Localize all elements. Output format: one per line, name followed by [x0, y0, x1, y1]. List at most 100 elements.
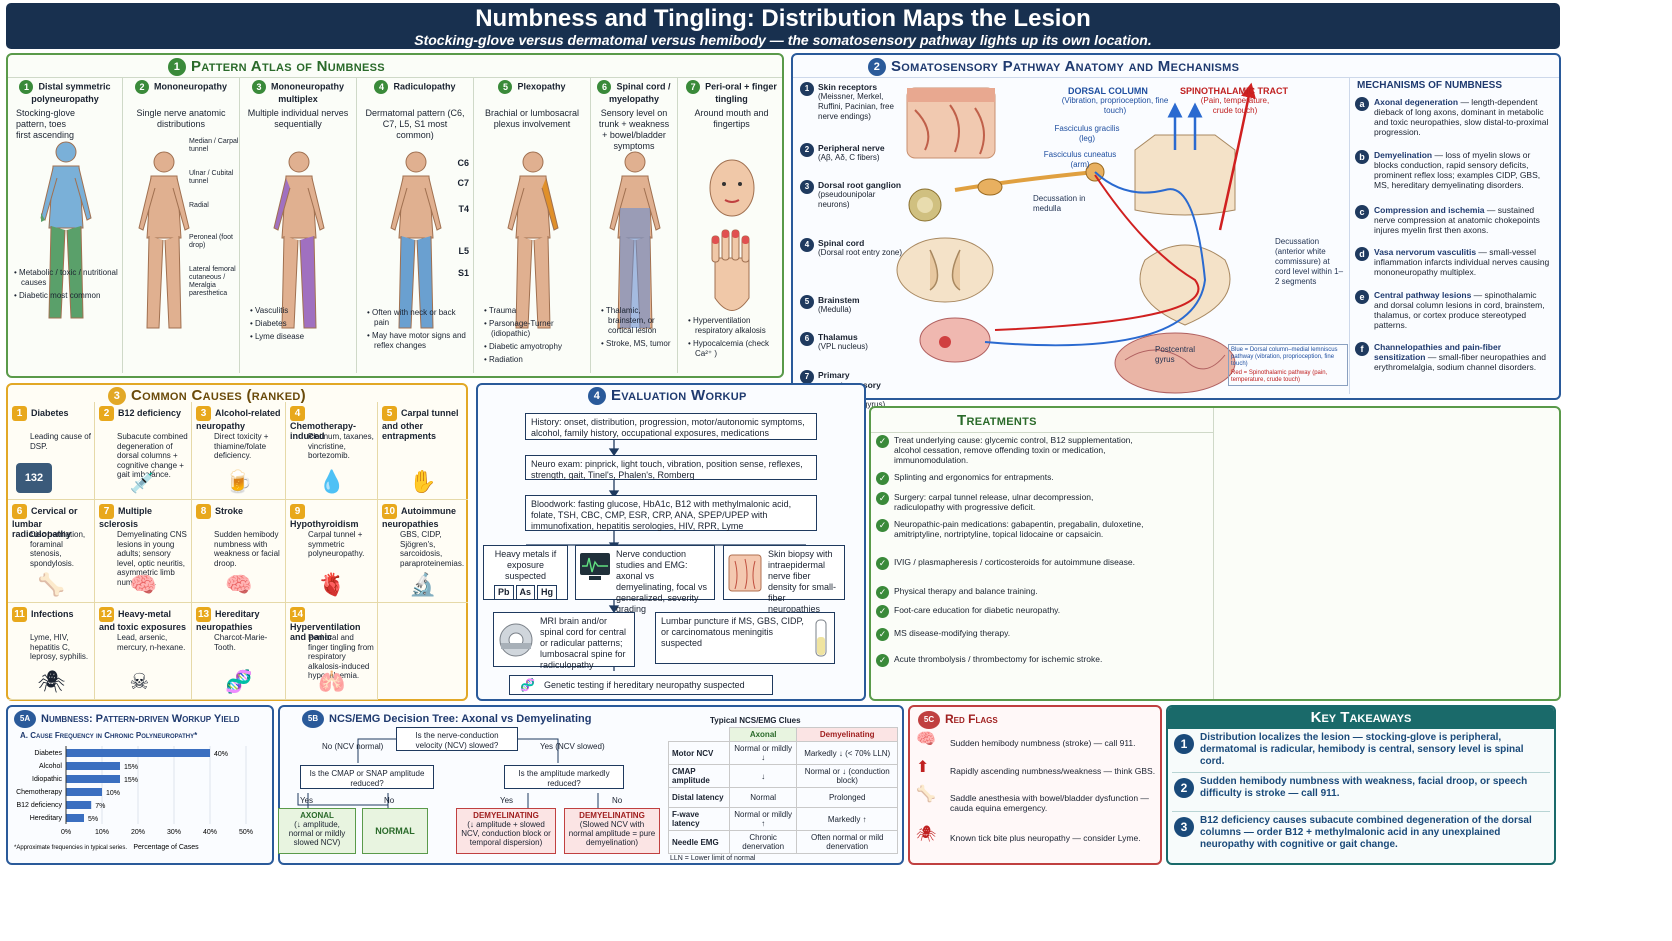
treatment-item: ✓Foot-care education for diabetic neurop… [876, 605, 1146, 618]
atlas-col-bullets: • Metabolic / toxic / nutritional causes… [14, 268, 118, 300]
ncs-emg-step: Nerve conduction studies and EMG: axonal… [575, 545, 715, 614]
bar [66, 762, 120, 770]
takeaway-number: 3 [1174, 817, 1194, 837]
dermatome-level: C6 [457, 158, 469, 168]
legend-blue: Blue = Dorsal column–medial lemniscus pa… [1231, 347, 1338, 367]
decussation-cord-label: Decussation (anterior white commissure) … [1275, 237, 1344, 286]
red-flag-icon: 🧠 [916, 731, 936, 748]
tree-right-yes: Yes [500, 796, 514, 805]
x-tick-label: 40% [203, 829, 217, 836]
bar-value-label: 15% [124, 777, 138, 784]
atlas-col-bullets: • Hyperventilation respiratory alkalosis… [688, 316, 770, 358]
atlas-col-desc: Around mouth and fingertips [694, 108, 769, 129]
tree-right-no: No [612, 796, 623, 805]
tree-yes-branch: Yes (NCV slowed) [540, 742, 605, 751]
tree-right-question: Is the amplitude markedly reduced? [504, 765, 624, 789]
genetic-testing-step: 🧬 Genetic testing if hereditary neuropat… [509, 675, 773, 695]
category-label: Idiopathic [32, 776, 62, 783]
tree-left-yes: Yes [300, 796, 314, 805]
bar [66, 801, 92, 809]
red-flag-item: 🦴Saddle anesthesia with bowel/bladder dy… [916, 786, 1149, 814]
x-tick-label: 0% [61, 829, 71, 836]
category-label: Hereditary [30, 815, 63, 822]
atlas-col-bullets: • Often with neck or back pain• May have… [367, 308, 466, 350]
cause-icon: 🕷 [37, 669, 66, 694]
atlas-col-desc: Sensory level on trunk + weakness + bowe… [598, 108, 670, 151]
yield-subtitle: A. Cause Frequency in Chronic Polyneurop… [20, 731, 198, 740]
fasciculus-cuneatus-label: Fasciculus cuneatus (arm) [1043, 150, 1117, 169]
treatment-item: ✓IVIG / plasmapheresis / corticosteroids… [876, 557, 1146, 570]
treatment-item: ✓Acute thrombolysis / thrombectomy for i… [876, 654, 1146, 667]
check-icon: ✓ [876, 519, 889, 532]
x-axis-label: Percentage of Cases [133, 844, 199, 851]
check-icon: ✓ [876, 492, 889, 505]
cause-icon: 🧠 [225, 572, 253, 597]
red-flag-item: ⬆Rapidly ascending numbness/weakness — t… [916, 759, 1156, 777]
nerve-label: Peroneal (foot drop) [189, 234, 233, 249]
mechanisms-title: MECHANISMS OF NUMBNESS [1357, 80, 1503, 91]
atlas-col-bullets: • Thalamic, brainstem, or cortical lesio… [601, 306, 671, 348]
cause-icon: 🫀 [318, 572, 346, 597]
body-figure [39, 141, 92, 319]
spinothalamic-label: SPINOTHALAMIC TRACT [1180, 86, 1288, 96]
body-figure [272, 151, 325, 329]
cause-icon: 💉 [129, 469, 157, 494]
red-flag-item: 🕷Known tick bite plus neuropathy — consi… [916, 826, 1141, 844]
postcentral-gyrus-label: Postcentral gyrus [1155, 345, 1196, 364]
mri-step: MRI brain and/or spinal cord for central… [493, 612, 635, 670]
takeaways-panel: Key Takeaways [1166, 705, 1556, 865]
peripheral-nerve [954, 170, 1096, 192]
axonal-result: AXONAL(↓ amplitude, normal or mildly slo… [278, 808, 356, 854]
check-icon: ✓ [876, 586, 889, 599]
dorsal-column-label: DORSAL COLUMN [1068, 86, 1148, 96]
check-icon: ✓ [876, 628, 889, 641]
bar [66, 775, 120, 783]
body-figure [389, 151, 442, 329]
mechanisms-box: MECHANISMS OF NUMBNESS [1349, 77, 1557, 394]
decussation-medulla-label: Decussation in medulla [1033, 194, 1086, 213]
skin-biopsy-step: Skin biopsy with intraepidermal nerve fi… [723, 545, 845, 614]
dermatome-level: T4 [458, 204, 469, 214]
check-icon: ✓ [876, 472, 889, 485]
bloodwork-step: Bloodwork: fasting glucose, HbA1c, B12 w… [525, 495, 817, 531]
takeaway-number: 2 [1174, 778, 1194, 798]
dermatome-level: C7 [457, 178, 469, 188]
bar [66, 788, 102, 796]
cause-icon: 💧 [318, 469, 346, 494]
treatments-panel: Treatments [869, 406, 1561, 701]
